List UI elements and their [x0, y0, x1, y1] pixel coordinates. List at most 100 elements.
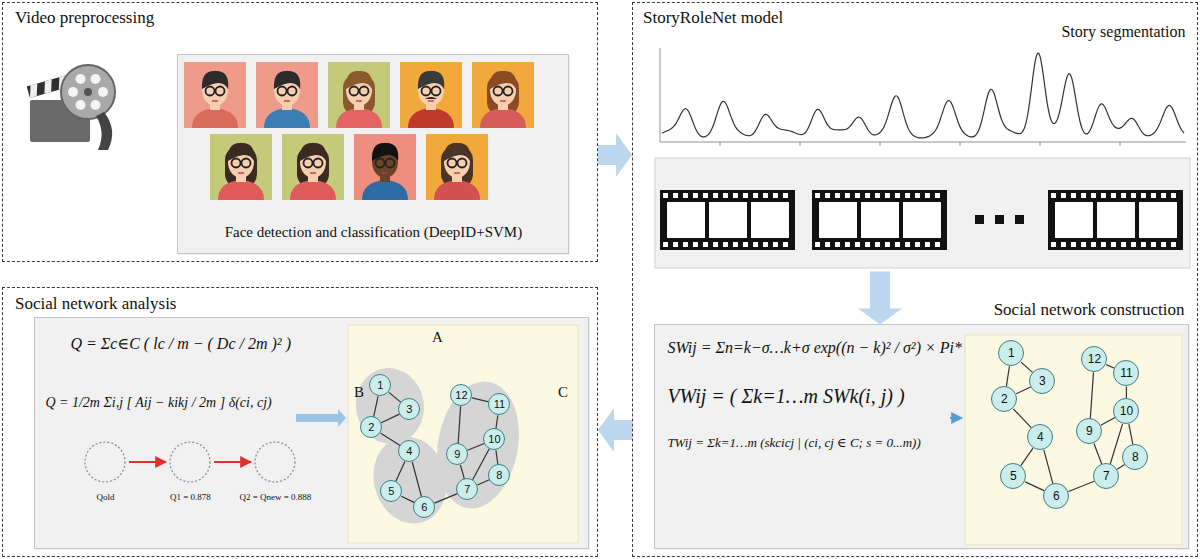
node-number: 11	[494, 398, 505, 410]
face-tile	[400, 62, 462, 128]
dashed-panel: Video preprocessingFace detection and cl…	[2, 2, 598, 262]
glasses	[504, 87, 513, 96]
sprocket-hole	[885, 242, 890, 247]
face-tile	[282, 134, 344, 200]
sprocket-hole	[713, 242, 718, 247]
text-slot: 3	[399, 399, 419, 419]
hair	[418, 71, 444, 89]
graph-node: 4	[398, 440, 420, 462]
film-frame	[709, 202, 747, 238]
sprocket-hole	[683, 242, 688, 247]
sprocket-hole	[1161, 242, 1166, 247]
chart-tick	[880, 142, 881, 146]
process-box: Social network constructionSWij = Σn=k−σ…	[654, 324, 1189, 549]
box-label: Social network construction	[994, 300, 1185, 320]
glasses	[278, 87, 287, 96]
glasses-bridge	[431, 90, 432, 92]
node-number: 4	[406, 445, 412, 457]
glasses	[350, 87, 359, 96]
sprocket-hole	[693, 193, 698, 198]
sprocket-hole	[815, 193, 820, 198]
node-number: 8	[496, 469, 502, 481]
graph-edge	[1021, 362, 1033, 373]
flow-arrow	[598, 133, 632, 177]
shirt	[434, 180, 480, 200]
face-tile	[184, 62, 246, 128]
mouth	[238, 172, 244, 173]
sprocket-hole	[895, 242, 900, 247]
sprocket-hole	[693, 242, 698, 247]
graph-edge	[460, 465, 464, 479]
glasses	[386, 159, 395, 168]
sprocket-hole	[815, 242, 820, 247]
graph-edge	[458, 406, 461, 443]
graph-edge	[396, 461, 405, 481]
graph-node: 9	[1076, 418, 1102, 444]
node-number: 4	[1037, 430, 1044, 444]
sprocket-hole	[865, 193, 870, 198]
mouth	[428, 100, 434, 101]
glasses	[242, 159, 251, 168]
shirt	[480, 108, 526, 128]
clapper-body	[30, 100, 90, 142]
sprocket-hole	[885, 193, 890, 198]
film-frame	[667, 202, 705, 238]
sprocket-hole	[663, 193, 668, 198]
sprocket-hole	[713, 193, 718, 198]
text-slot: 7	[457, 479, 477, 499]
sprocket-hole	[925, 193, 930, 198]
sprocket-hole	[1131, 242, 1136, 247]
sprocket-hole	[743, 193, 748, 198]
ellipsis-dot	[975, 215, 984, 224]
dashed-panel: StoryRoleNet modelStory segmentationSoci…	[632, 2, 1198, 557]
graph-edge	[1068, 481, 1094, 491]
sprocket-hole	[1111, 193, 1116, 198]
graph-edge	[1044, 450, 1053, 484]
reel-hole	[76, 100, 86, 110]
graph-node: 8	[488, 464, 510, 486]
text-slot: VWij = ( Σk=1…m SWk(i, j) )	[667, 385, 904, 408]
shirt	[264, 108, 310, 128]
node-number: 6	[1053, 489, 1060, 503]
text-slot: 8	[489, 465, 509, 485]
text-slot: 2	[992, 387, 1016, 411]
panel-title: StoryRoleNet model	[643, 8, 783, 28]
graph-edge	[1117, 465, 1124, 470]
node-number: 9	[1086, 424, 1093, 438]
sprocket-hole	[845, 242, 850, 247]
formula: Q2 = Qnew = 0.888	[239, 492, 311, 502]
node-number: 11	[1120, 366, 1132, 380]
graph-edge	[1126, 386, 1127, 398]
sprocket-hole	[1051, 193, 1056, 198]
text-slot: Story segmentation	[1061, 23, 1185, 41]
film-frame	[903, 202, 941, 238]
sprocket-hole	[1051, 242, 1056, 247]
graph-node: 9	[446, 443, 468, 465]
node-number: 3	[406, 403, 412, 415]
hair	[228, 143, 254, 161]
graph-edge	[435, 494, 458, 504]
text-slot: 1	[999, 341, 1023, 365]
sprocket-hole	[663, 242, 668, 247]
formula: Q1 = 0.878	[170, 492, 211, 502]
sprocket-hole	[1121, 242, 1126, 247]
node-number: 9	[454, 448, 460, 460]
clapper-stripe	[41, 79, 55, 94]
text-slot: Social network analysis	[15, 294, 176, 314]
graph-edge	[472, 398, 489, 402]
glasses	[494, 87, 503, 96]
community-label: A	[432, 329, 443, 345]
mouth	[212, 100, 218, 101]
film-tail	[96, 112, 112, 150]
graph-edge	[1025, 482, 1044, 491]
graph-edge	[401, 496, 414, 502]
face-background	[256, 62, 318, 128]
graph-edge	[1129, 424, 1133, 444]
film-frame	[751, 202, 789, 238]
formula: TWij = Σk=1…m (skcicj | (ci, cj ∈ C; s =…	[667, 435, 920, 451]
face-tile	[472, 62, 534, 128]
shirt	[336, 108, 382, 128]
text-slot: 5	[381, 481, 401, 501]
sprocket-hole	[895, 193, 900, 198]
